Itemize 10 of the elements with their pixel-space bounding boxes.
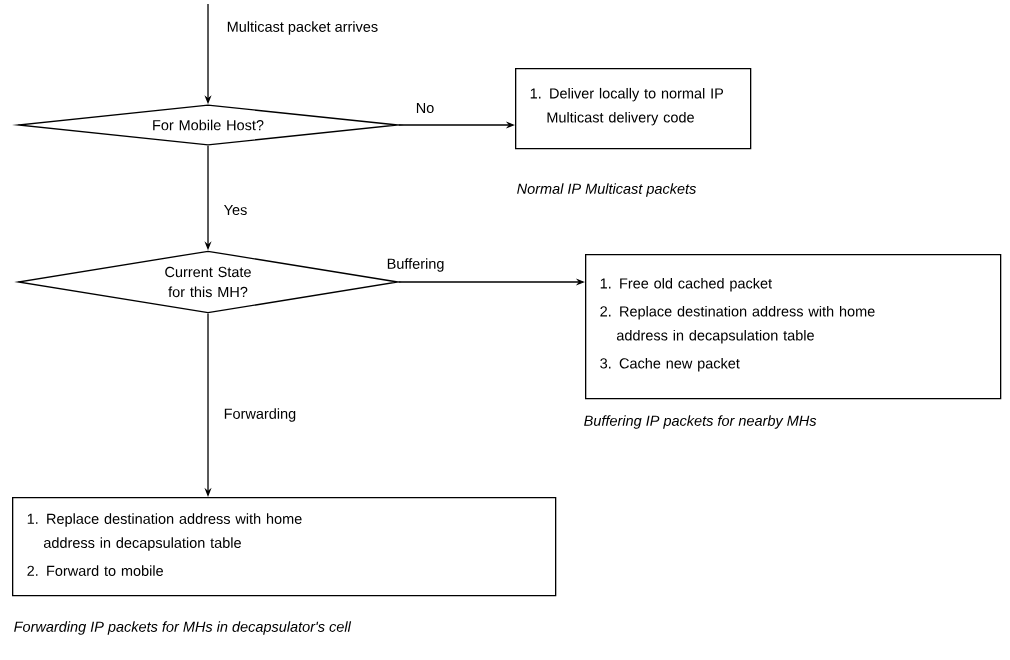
process-box: 1. Free old cached packet 2. Replace destination address with home address in decapsulation table 3. Cache new packet	[585, 254, 1002, 400]
edge-label: Forwarding	[222, 407, 298, 423]
edge-label: No	[414, 101, 436, 115]
edge-label: Yes	[222, 203, 249, 217]
edge-label: Multicast packet arrives	[225, 20, 380, 36]
caption-text: Buffering IP packets for nearby MHs	[584, 415, 817, 429]
caption-text: Normal IP Multicast packets	[517, 183, 697, 197]
caption-text: Forwarding IP packets for MHs in decapsulator's cell	[14, 621, 352, 635]
process-box: 1. Replace destination address with home address in decapsulation table 2. Forward to mobile	[12, 497, 557, 597]
process-box: 1. Deliver locally to normal IP Multicast delivery code	[515, 68, 752, 150]
